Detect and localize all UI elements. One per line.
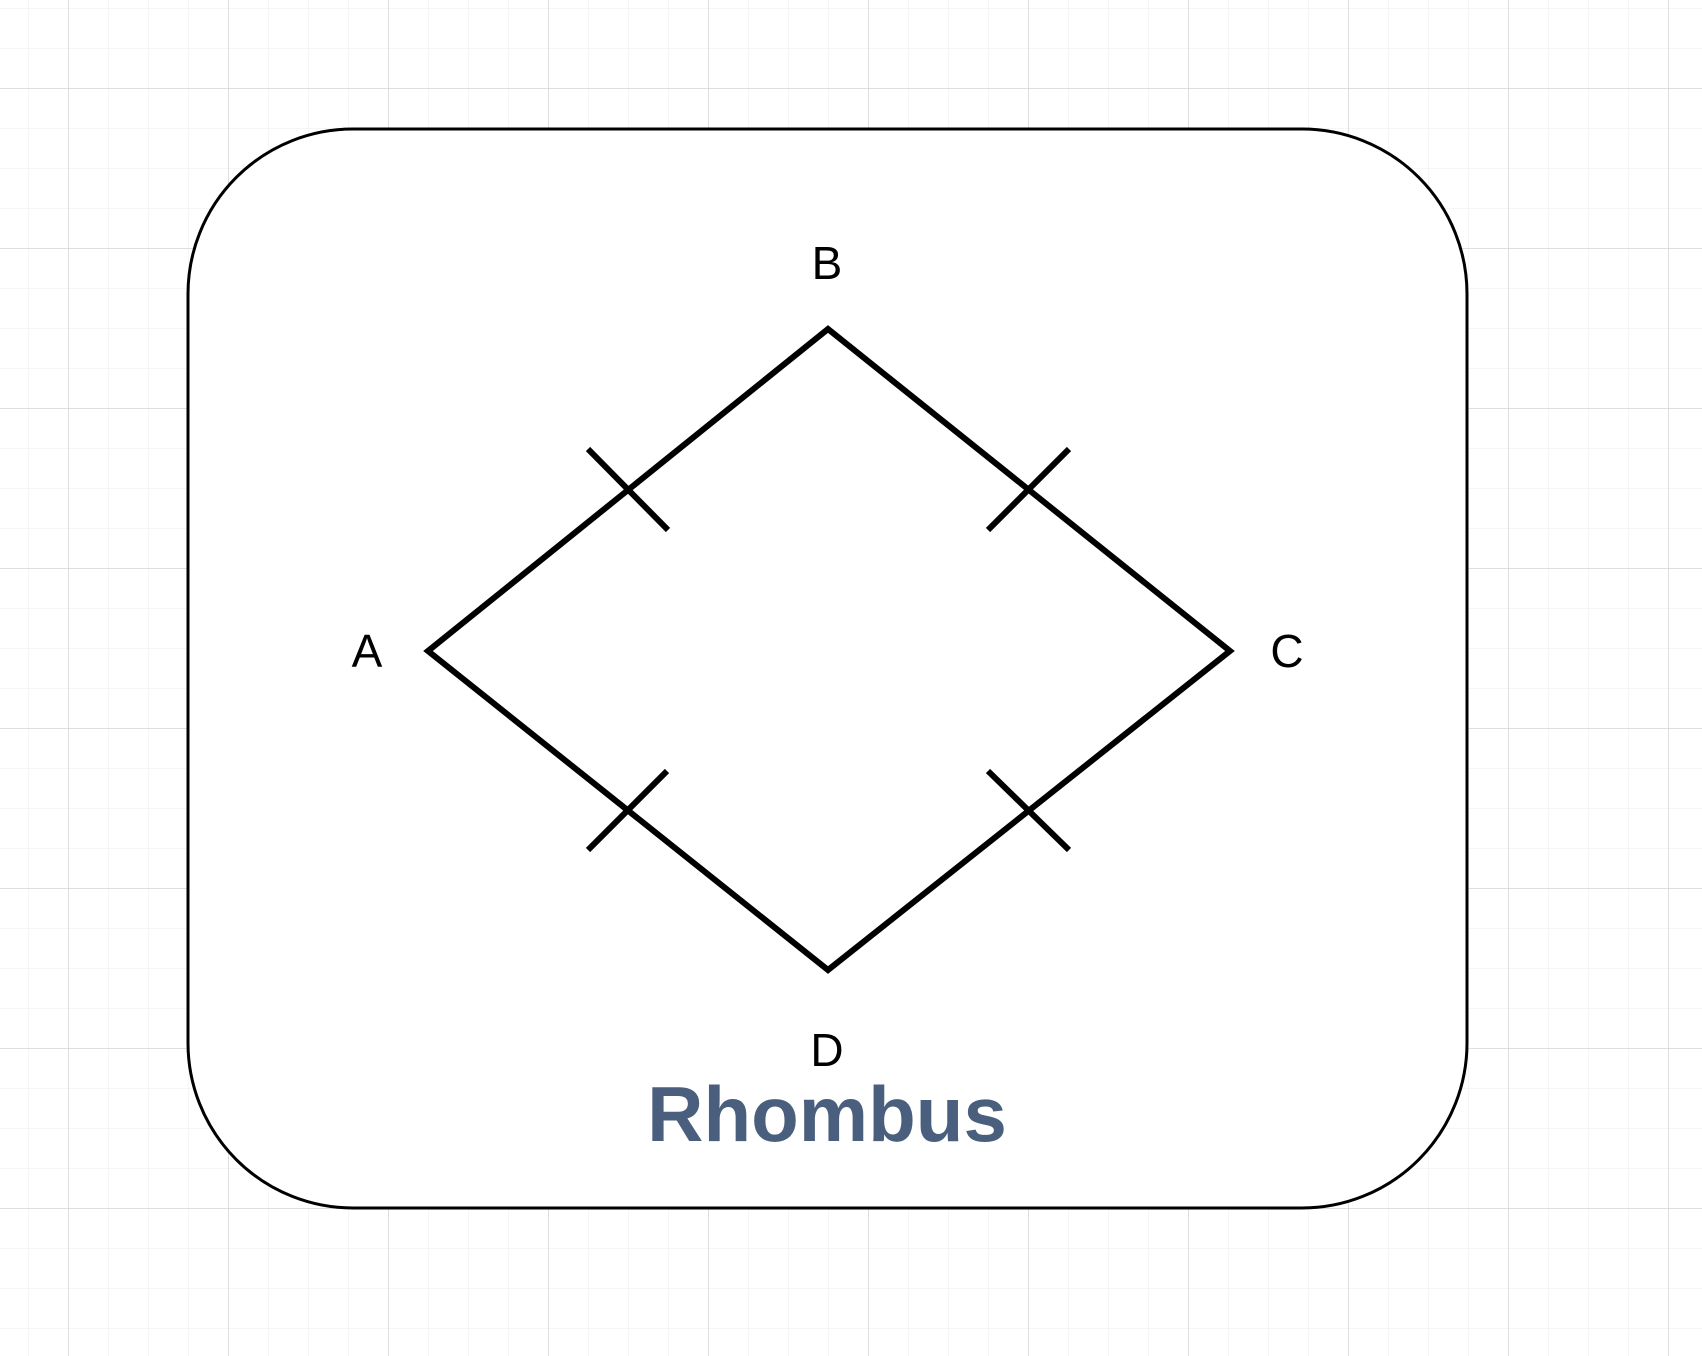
tick-mark-ab	[585, 446, 671, 533]
vertex-label-c: C	[1270, 625, 1303, 677]
diagram-caption: Rhombus	[647, 1070, 1007, 1158]
vertex-label-d: D	[810, 1024, 843, 1076]
tick-mark-bc	[985, 446, 1072, 533]
diagram-card[interactable]	[186, 127, 1469, 1210]
vertex-label-b: B	[812, 237, 843, 289]
tick-mark-cd	[985, 768, 1072, 853]
tick-mark-da	[585, 768, 670, 853]
vertex-label-a: A	[352, 625, 383, 677]
rhombus-shape[interactable]	[423, 325, 1235, 974]
